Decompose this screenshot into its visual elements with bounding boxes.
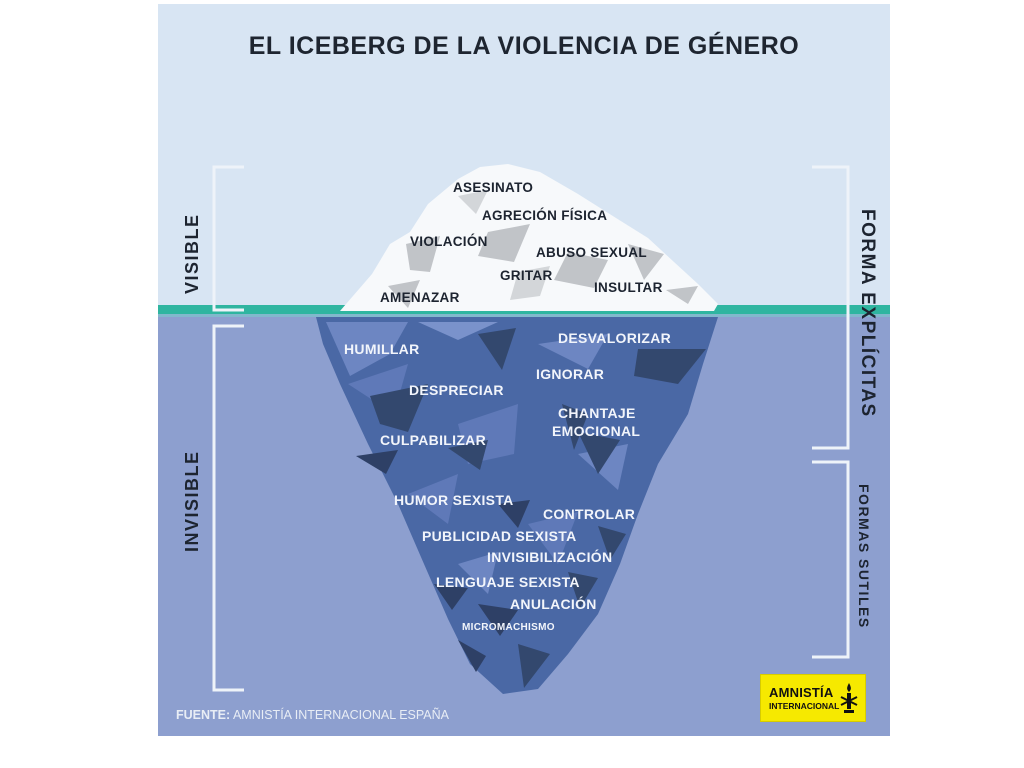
amnistia-logo: AMNISTÍA INTERNACIONAL bbox=[760, 674, 866, 722]
page-title: EL ICEBERG DE LA VIOLENCIA DE GÉNERO bbox=[248, 32, 800, 60]
logo-line1: AMNISTÍA bbox=[769, 685, 834, 700]
logo-line2: INTERNACIONAL bbox=[769, 701, 840, 711]
iceberg-poster: EL ICEBERG DE LA VIOLENCIA DE GÉNERO ASE… bbox=[158, 4, 890, 736]
term-desvalorizar: DESVALORIZAR bbox=[558, 330, 672, 346]
invisible-bracket bbox=[212, 324, 244, 692]
term-emocional: EMOCIONAL bbox=[552, 423, 641, 439]
term-despreciar: DESPRECIAR bbox=[409, 382, 504, 398]
explicit-bracket bbox=[812, 165, 850, 450]
source-label: FUENTE: bbox=[176, 708, 231, 722]
term-gritar: GRITAR bbox=[500, 268, 553, 283]
term-asesinato: ASESINATO bbox=[453, 180, 534, 195]
term-humillar: HUMILLAR bbox=[344, 341, 420, 357]
source-note: FUENTE: AMNISTÍA INTERNACIONAL ESPAÑA bbox=[176, 708, 449, 722]
term-insultar: INSULTAR bbox=[594, 280, 663, 295]
term-culpabilizar: CULPABILIZAR bbox=[380, 432, 486, 448]
source-text: AMNISTÍA INTERNACIONAL ESPAÑA bbox=[232, 708, 449, 722]
term-amenazar: AMENAZAR bbox=[380, 290, 460, 305]
term-ignorar: IGNORAR bbox=[536, 366, 605, 382]
term-humor-sexista: HUMOR SEXISTA bbox=[394, 492, 514, 508]
label-forma-explicitas: FORMA EXPLÍCITAS bbox=[857, 209, 878, 418]
term-abuso-sexual: ABUSO SEXUAL bbox=[536, 245, 647, 260]
iceberg-illustration bbox=[158, 4, 890, 736]
visible-bracket bbox=[212, 165, 244, 312]
term-publicidad-sexista: PUBLICIDAD SEXISTA bbox=[422, 528, 577, 544]
term-violacion: VIOLACIÓN bbox=[410, 234, 488, 249]
iceberg-tip bbox=[340, 164, 718, 311]
term-lenguaje-sexista: LENGUAJE SEXISTA bbox=[436, 574, 580, 590]
label-visible: VISIBLE bbox=[182, 213, 202, 294]
term-agrecion-fisica: AGRECIÓN FÍSICA bbox=[482, 208, 608, 223]
label-invisible: INVISIBLE bbox=[182, 450, 202, 552]
subtle-bracket bbox=[812, 460, 850, 659]
term-invisibilizacion: INVISIBILIZACIÓN bbox=[487, 549, 613, 565]
candle-icon bbox=[840, 683, 858, 713]
term-anulacion: ANULACIÓN bbox=[510, 596, 597, 612]
term-controlar: CONTROLAR bbox=[543, 506, 636, 522]
label-formas-sutiles: FORMAS SUTILES bbox=[856, 484, 872, 629]
term-chantaje: CHANTAJE bbox=[558, 405, 636, 421]
term-micromachismo: MICROMACHISMO bbox=[462, 622, 555, 633]
